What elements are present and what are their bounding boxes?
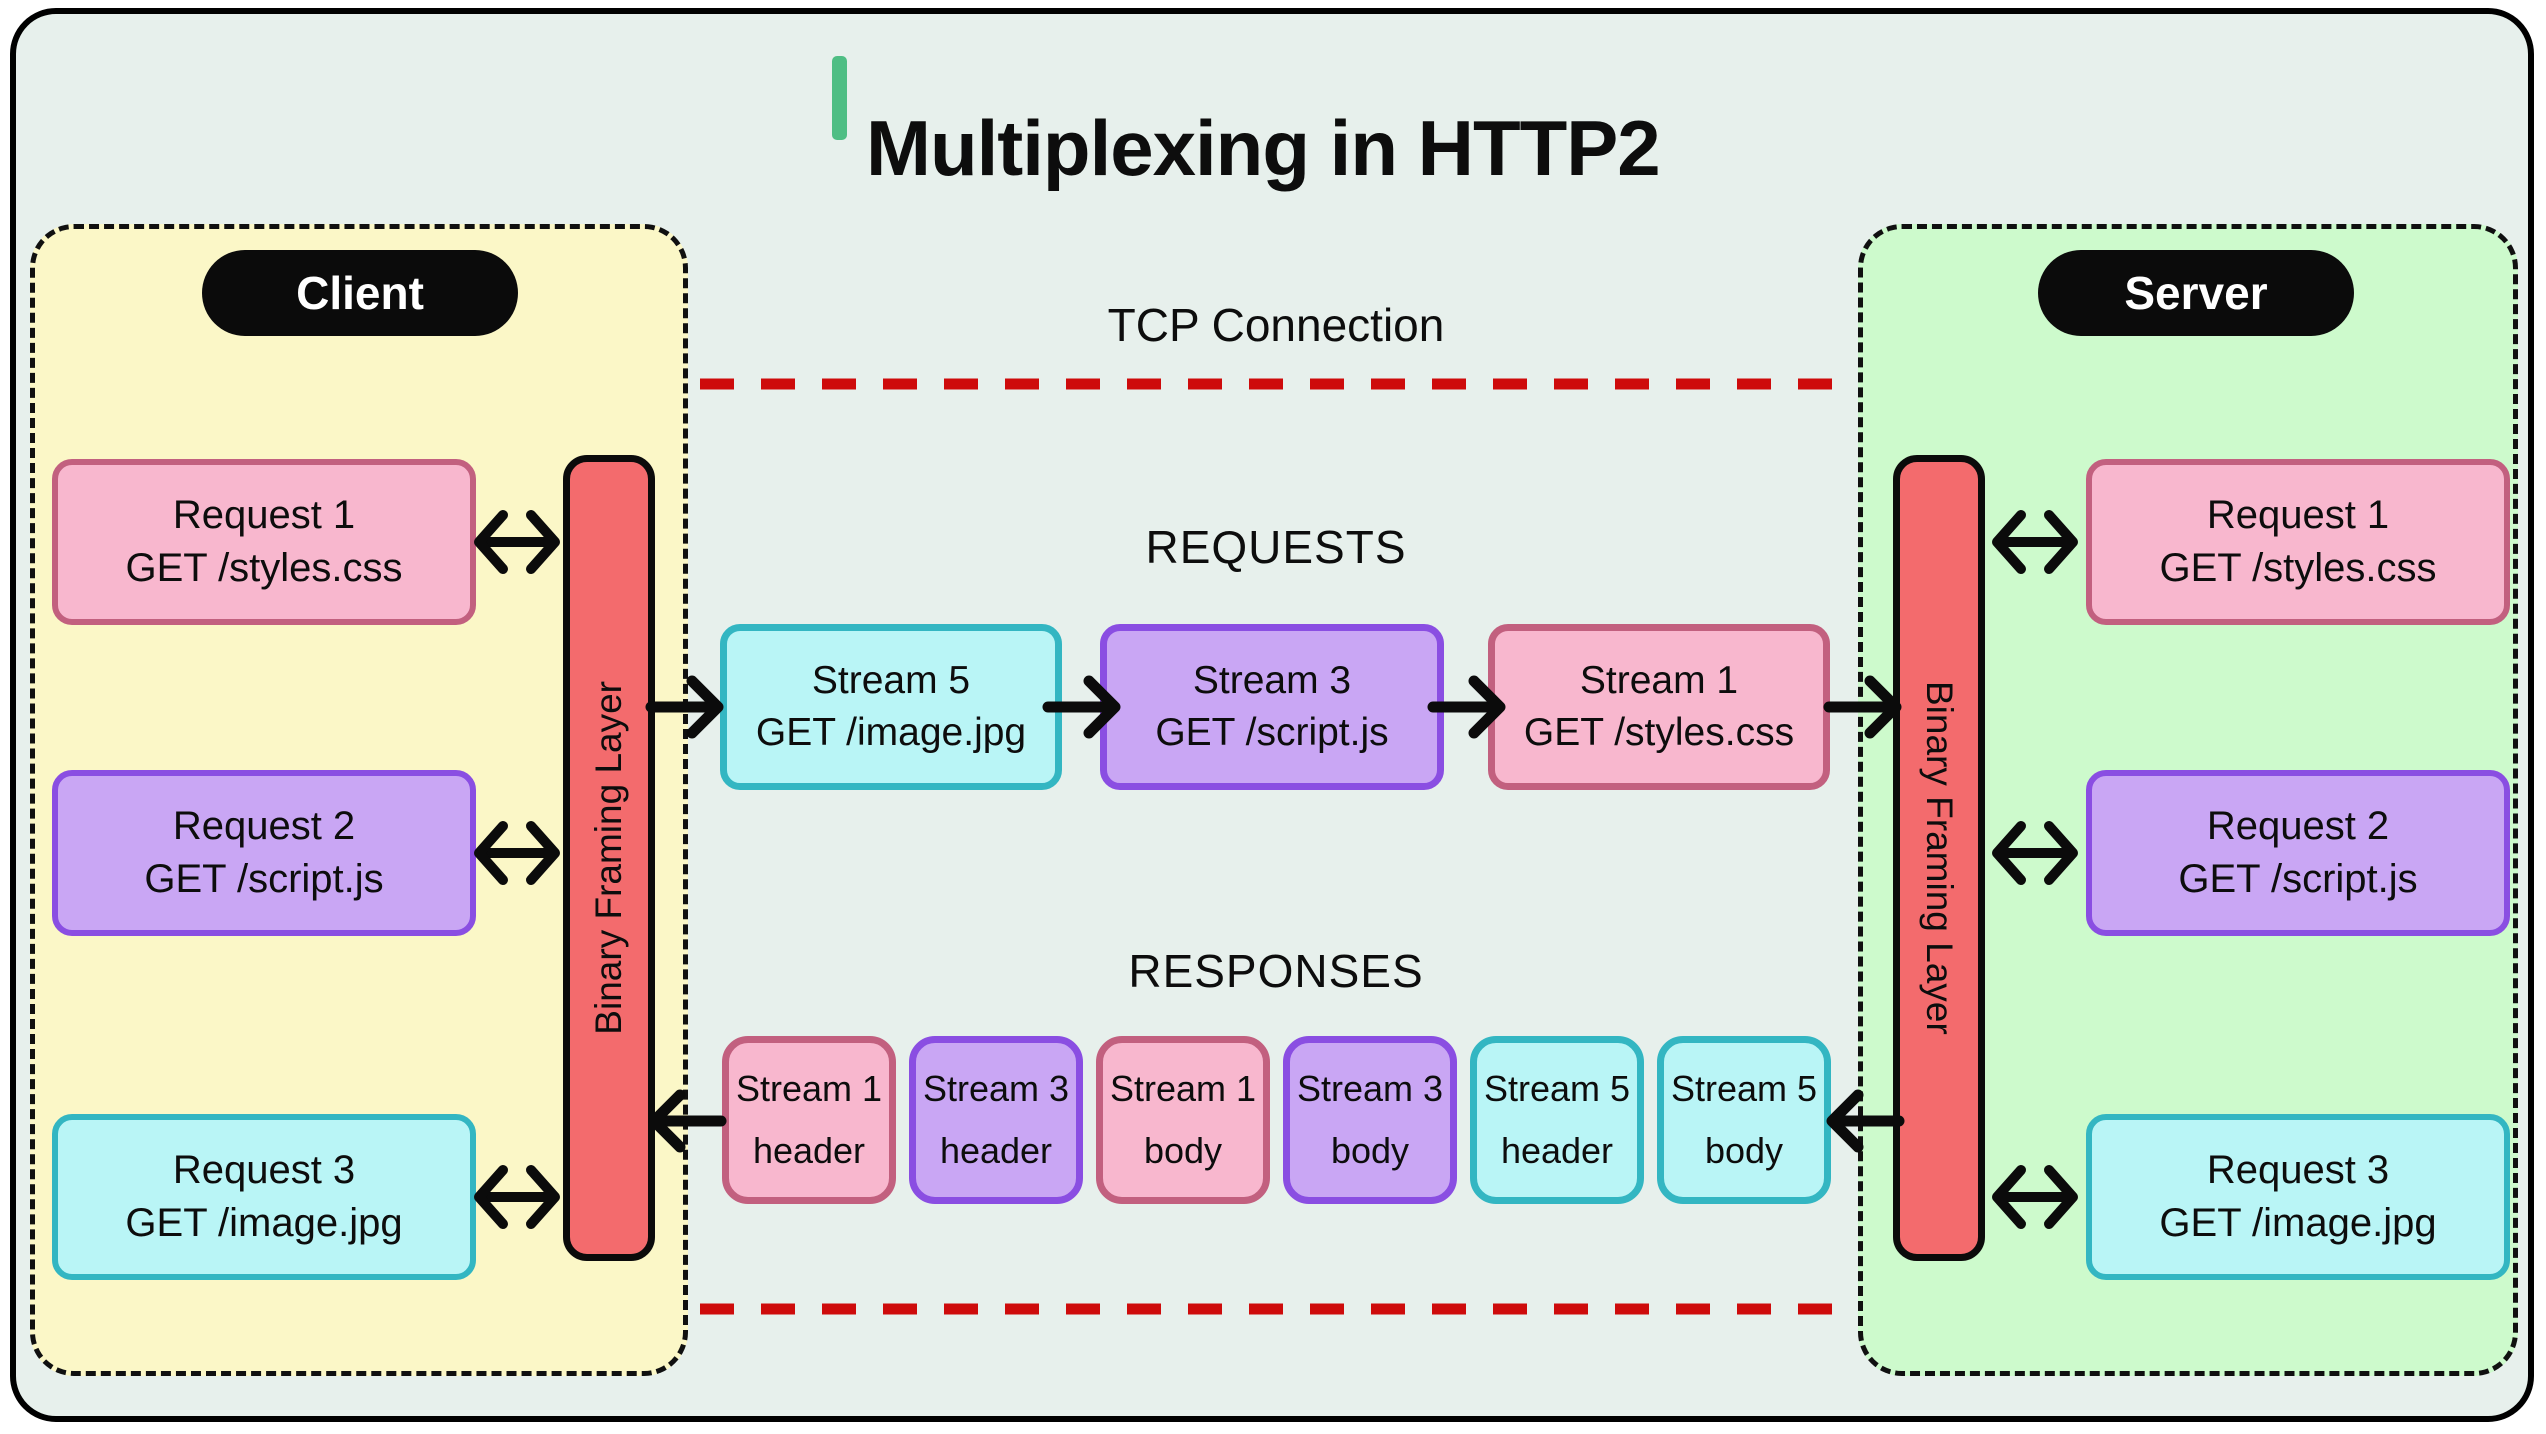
request-name: Request 2 xyxy=(2206,804,2390,848)
client-request-3-box: Request 3 GET /image.jpg xyxy=(52,1114,476,1280)
client-label: Client xyxy=(296,267,424,319)
request-detail: GET /script.js xyxy=(144,857,384,901)
request-name: Request 3 xyxy=(2206,1148,2390,1192)
request-detail: GET /styles.css xyxy=(2159,546,2437,590)
responses-section-label: RESPONSES xyxy=(1128,945,1424,997)
server-request-2-box: Request 2 GET /script.js xyxy=(2086,770,2510,936)
binary-framing-layer-label: Binary Framing Layer xyxy=(588,681,629,1035)
response-frame-stream5-body: Stream 5 body xyxy=(1657,1036,1831,1204)
frame-part: body xyxy=(1330,1129,1410,1171)
stream-name: Stream 1 xyxy=(1579,659,1739,702)
client-request-2-box: Request 2 GET /script.js xyxy=(52,770,476,936)
server-request-3-box: Request 3 GET /image.jpg xyxy=(2086,1114,2510,1280)
stream-detail: GET /script.js xyxy=(1155,711,1389,754)
stream-1-request-box: Stream 1 GET /styles.css xyxy=(1488,624,1830,790)
stream-name: Stream 5 xyxy=(811,659,971,702)
response-frame-stream3-body: Stream 3 body xyxy=(1283,1036,1457,1204)
frame-part: header xyxy=(752,1129,866,1171)
stream-5-request-box: Stream 5 GET /image.jpg xyxy=(720,624,1062,790)
frame-stream: Stream 5 xyxy=(1670,1068,1818,1110)
frame-stream: Stream 5 xyxy=(1483,1068,1631,1110)
response-frame-stream1-body: Stream 1 body xyxy=(1096,1036,1270,1204)
stream-detail: GET /image.jpg xyxy=(755,711,1027,754)
frame-part: body xyxy=(1143,1129,1223,1171)
request-detail: GET /image.jpg xyxy=(2159,1201,2437,1245)
response-frame-stream1-header: Stream 1 header xyxy=(722,1036,896,1204)
request-name: Request 1 xyxy=(172,493,356,537)
request-name: Request 3 xyxy=(172,1148,356,1192)
request-detail: GET /styles.css xyxy=(125,546,403,590)
client-label-pill: Client xyxy=(202,250,518,336)
stream-3-request-box: Stream 3 GET /script.js xyxy=(1100,624,1444,790)
request-name: Request 1 xyxy=(2206,493,2390,537)
page-title: Multiplexing in HTTP2 xyxy=(866,104,1661,193)
client-binary-framing-layer: Binary Framing Layer xyxy=(563,455,655,1261)
server-label-pill: Server xyxy=(2038,250,2354,336)
requests-section-label: REQUESTS xyxy=(1145,521,1407,573)
frame-stream: Stream 3 xyxy=(1296,1068,1444,1110)
frame-part: header xyxy=(1500,1129,1614,1171)
frame-part: header xyxy=(939,1129,1053,1171)
response-frame-stream5-header: Stream 5 header xyxy=(1470,1036,1644,1204)
request-detail: GET /image.jpg xyxy=(125,1201,403,1245)
server-request-1-box: Request 1 GET /styles.css xyxy=(2086,459,2510,625)
stream-name: Stream 3 xyxy=(1192,659,1352,702)
server-binary-framing-layer: Binary Framing Layer xyxy=(1893,455,1985,1261)
title-accent-bar xyxy=(832,56,847,140)
client-request-1-box: Request 1 GET /styles.css xyxy=(52,459,476,625)
response-frame-stream3-header: Stream 3 header xyxy=(909,1036,1083,1204)
server-label: Server xyxy=(2124,267,2268,319)
frame-part: body xyxy=(1704,1129,1784,1171)
frame-stream: Stream 1 xyxy=(735,1068,883,1110)
tcp-connection-label: TCP Connection xyxy=(1107,299,1445,351)
frame-stream: Stream 3 xyxy=(922,1068,1070,1110)
stream-detail: GET /styles.css xyxy=(1523,711,1795,754)
request-detail: GET /script.js xyxy=(2178,857,2418,901)
request-name: Request 2 xyxy=(172,804,356,848)
frame-stream: Stream 1 xyxy=(1109,1068,1257,1110)
binary-framing-layer-label: Binary Framing Layer xyxy=(1919,681,1960,1035)
